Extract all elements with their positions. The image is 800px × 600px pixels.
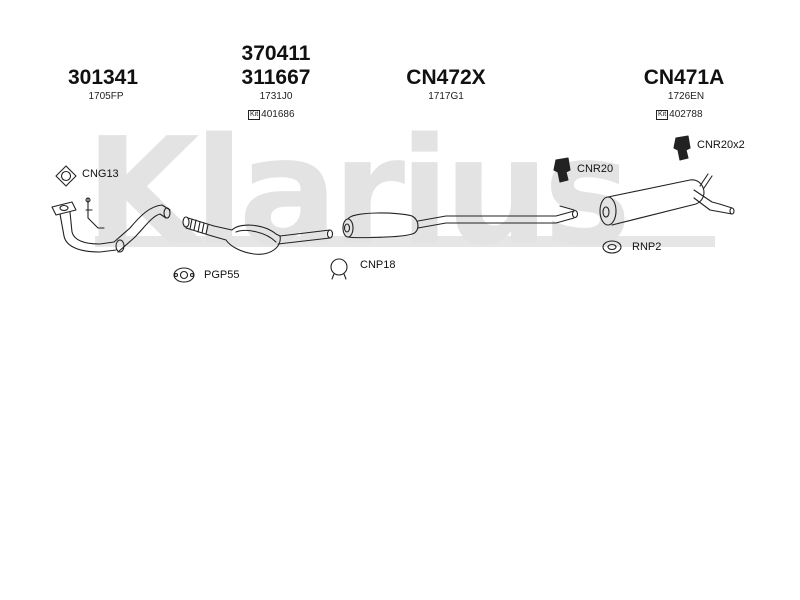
front-pipe: [51, 197, 171, 253]
part-number-301341: 301341: [67, 66, 139, 89]
code-1731j0: 1731J0: [259, 91, 293, 102]
rubber-hanger-icon: [553, 157, 571, 183]
watermark: Klarius: [85, 106, 631, 278]
accessory-label-rnp2: RNP2: [632, 241, 662, 253]
part-number-cn472x: CN472X: [406, 66, 486, 89]
accessory-label-pgp55: PGP55: [204, 269, 240, 281]
catalytic-converter: [182, 216, 334, 255]
code-1705fp: 1705FP: [88, 91, 124, 102]
code-1726en: 1726EN: [667, 91, 705, 102]
kit-badge: Kit: [656, 110, 669, 120]
code-1717g1: 1717G1: [428, 91, 464, 102]
accessory-label-cnr20x2: CNR20x2: [697, 139, 745, 151]
kit-number: 402788: [669, 109, 703, 120]
part-number-311667: 311667: [241, 66, 311, 89]
ring-icon: [602, 240, 622, 254]
part-number-cn471a: CN471A: [643, 66, 725, 89]
watermark-bar: [95, 236, 715, 247]
kit-number: 401686: [261, 109, 295, 120]
accessory-label-cnp18: CNP18: [360, 259, 396, 271]
gasket-icon: [55, 165, 77, 187]
clamp-icon: [330, 258, 348, 280]
centre-silencer: [342, 205, 579, 239]
rear-silencer: [599, 173, 735, 226]
part-number-370411: 370411: [241, 42, 311, 65]
accessory-label-cnr20: CNR20: [577, 163, 614, 175]
accessory-label-cng13: CNG13: [82, 168, 119, 180]
gasket-icon: [173, 267, 195, 283]
rubber-hanger-icon: [673, 135, 691, 161]
kit-badge: Kit: [248, 110, 261, 120]
